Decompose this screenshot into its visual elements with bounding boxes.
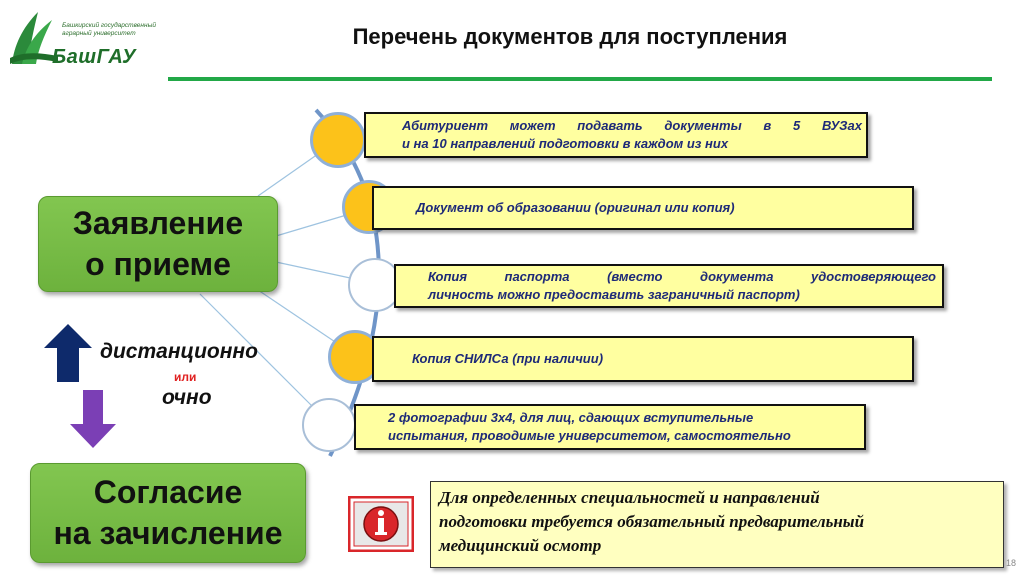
page-title: Перечень документов для поступления	[352, 24, 788, 49]
arrow-up-icon	[44, 324, 92, 382]
university-logo: Башкирский государственный аграрный унив…	[8, 4, 158, 74]
arrow-down-icon	[70, 390, 116, 448]
bullet-circle	[348, 258, 402, 312]
mode-or: или	[174, 370, 197, 384]
document-item-text: Абитуриент может подавать документы в 5 …	[402, 118, 862, 133]
mode-in-person: очно	[162, 386, 212, 409]
consent-line1: Согласие	[93, 474, 243, 510]
bullet-circle	[310, 112, 366, 168]
document-item-text: и на 10 направлений подготовки в каждом …	[402, 136, 729, 151]
document-item-text: испытания, проводимые университетом, сам…	[388, 428, 791, 443]
page-number: 18	[1006, 558, 1017, 568]
statement-line2: о приеме	[85, 246, 231, 282]
document-item-text: Копия паспорта (вместо документа удостов…	[428, 269, 936, 284]
document-item-text: Копия СНИЛСа (при наличии)	[412, 351, 604, 366]
document-item: Документ об образовании (оригинал или ко…	[372, 186, 914, 230]
note-line1: Для определенных специальностей и направ…	[439, 488, 820, 507]
wheat-logo-icon	[10, 12, 58, 64]
document-item: 2 фотографии 3х4, для лиц, сдающих вступ…	[354, 404, 866, 450]
title-divider	[168, 77, 992, 81]
logo-subtitle-line1: Башкирский государственный	[62, 22, 156, 29]
info-icon	[348, 496, 414, 552]
note-line2: подготовки требуется обязательный предва…	[439, 512, 865, 531]
logo-subtitle-line2: аграрный университет	[62, 30, 136, 37]
enrollment-consent-box: Согласие на зачисление	[30, 463, 306, 563]
consent-line2: на зачисление	[53, 515, 283, 551]
logo-brand: БашГАУ	[52, 46, 137, 68]
document-item: Копия паспорта (вместо документа удостов…	[394, 264, 944, 308]
document-item: Копия СНИЛСа (при наличии)	[372, 336, 914, 382]
document-item: Абитуриент может подавать документы в 5 …	[364, 112, 868, 158]
document-item-text: 2 фотографии 3х4, для лиц, сдающих вступ…	[388, 410, 754, 425]
medical-exam-note: Для определенных специальностей и направ…	[430, 481, 1004, 568]
application-statement-box: Заявление о приеме	[38, 196, 278, 292]
bullet-circle	[302, 398, 356, 452]
document-item-text: личность можно предоставить заграничный …	[428, 287, 800, 302]
mode-remote: дистанционно	[100, 340, 258, 363]
document-item-text: Документ об образовании (оригинал или ко…	[416, 200, 735, 215]
note-line3: медицинский осмотр	[439, 536, 602, 555]
statement-line1: Заявление	[72, 205, 244, 241]
